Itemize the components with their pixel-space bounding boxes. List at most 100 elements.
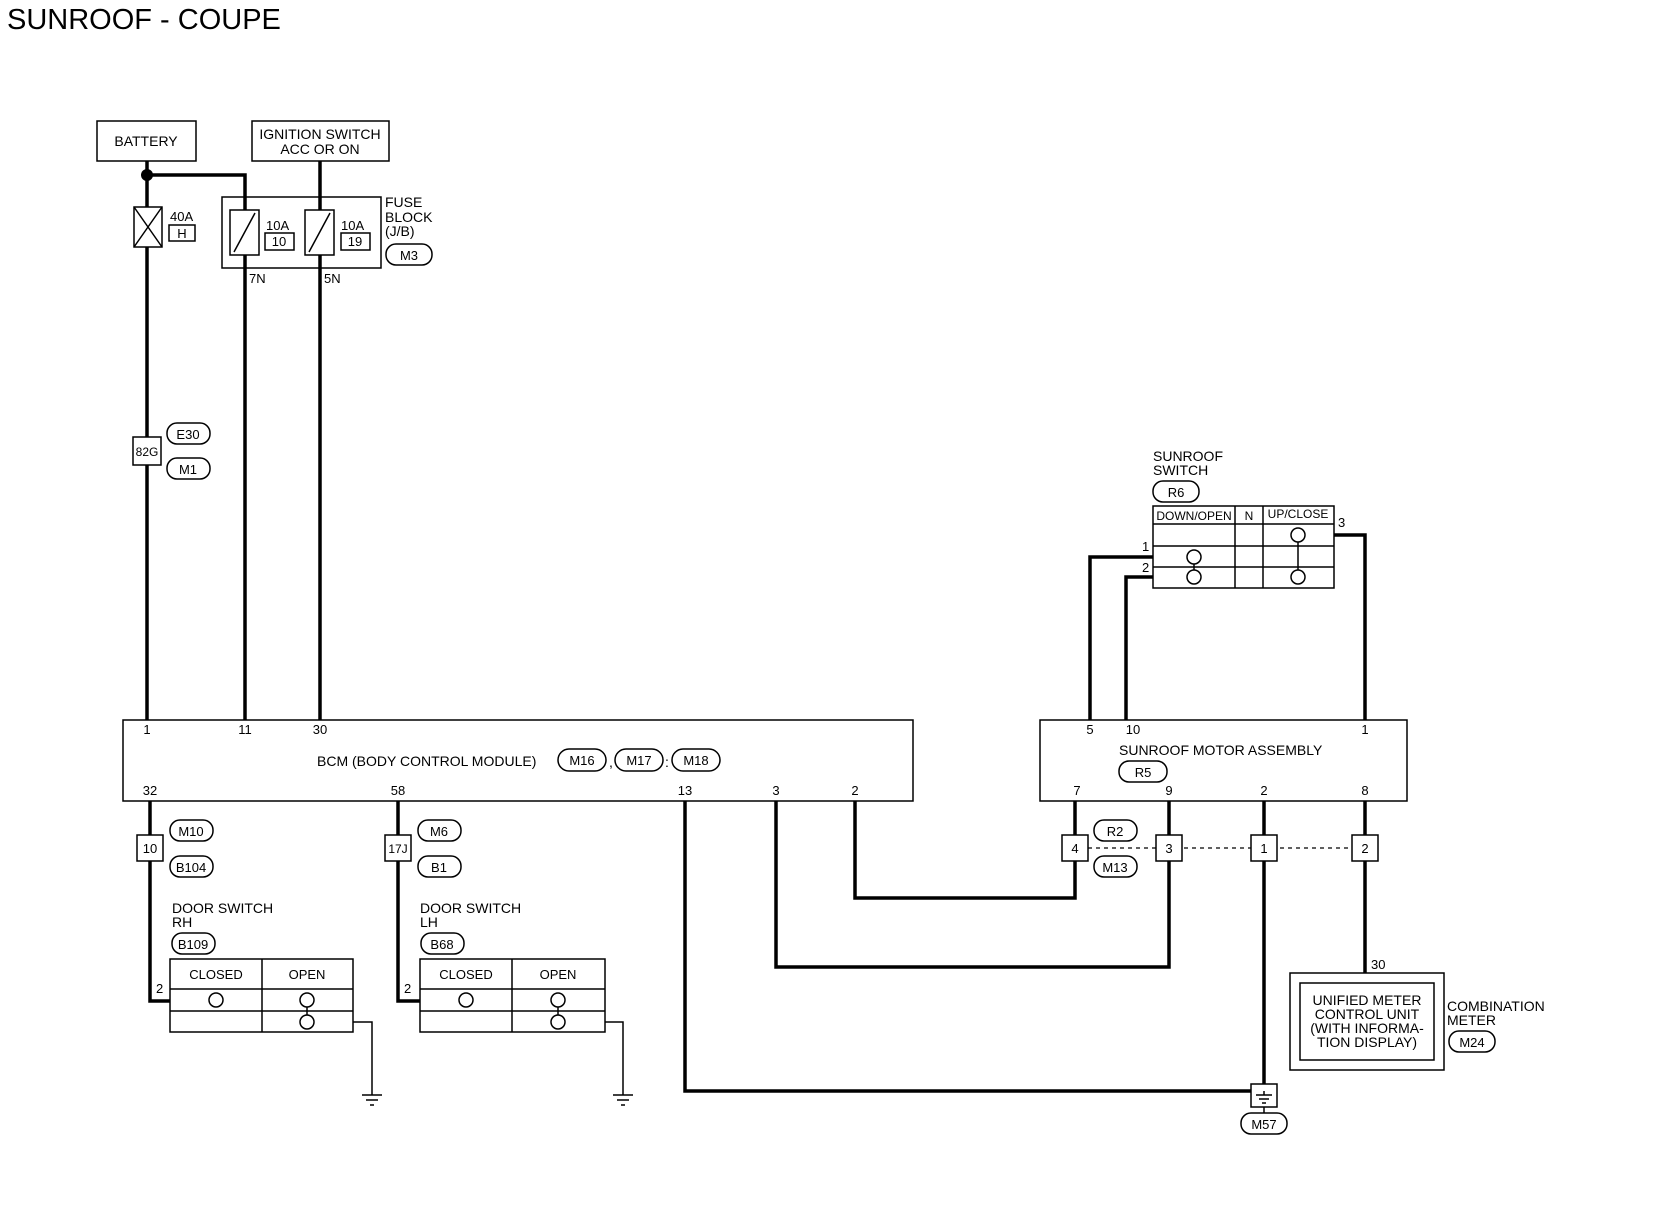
connector-tag-m6: M6 <box>430 824 448 839</box>
connector-tag-b109: B109 <box>178 937 208 952</box>
wire-bcm-door-lh <box>396 861 420 1003</box>
svg-text:3: 3 <box>1165 841 1172 856</box>
connector-tag-r5: R5 <box>1135 765 1152 780</box>
svg-text:1: 1 <box>1260 841 1267 856</box>
bcm-module: 1 11 30 BCM (BODY CONTROL MODULE) M16 , … <box>122 719 914 802</box>
svg-text:17J: 17J <box>388 842 407 856</box>
connector-tag-m3: M3 <box>400 248 418 263</box>
svg-text:BLOCK: BLOCK <box>385 209 433 225</box>
ignition-line2: ACC OR ON <box>280 141 359 157</box>
svg-text:58: 58 <box>391 783 405 798</box>
ground-m57: M57 <box>1240 1083 1288 1135</box>
sunroof-motor-assembly: 5 10 1 SUNROOF MOTOR ASSEMBLY R5 7 9 2 8 <box>1039 719 1408 802</box>
ground-symbol-rh <box>362 1094 382 1106</box>
fusible-link-40a: 40A H <box>133 206 196 248</box>
svg-text:13: 13 <box>678 783 692 798</box>
svg-text:DOOR SWITCH: DOOR SWITCH <box>172 900 273 916</box>
svg-text:1: 1 <box>1361 722 1368 737</box>
inline-connector-r2-m13: 4 3 1 2 R2 M13 <box>1061 819 1379 878</box>
door-switch-lh: CLOSED OPEN <box>419 958 606 1033</box>
svg-text:10A: 10A <box>341 218 364 233</box>
connector-tag-m13: M13 <box>1102 860 1127 875</box>
ground-symbol-lh <box>613 1094 633 1106</box>
svg-text:2: 2 <box>1361 841 1368 856</box>
svg-text:10A: 10A <box>266 218 289 233</box>
svg-text:UNIFIED METER: UNIFIED METER <box>1313 992 1422 1008</box>
svg-text:10: 10 <box>1126 722 1140 737</box>
fuse-40a-id: H <box>177 226 186 241</box>
svg-text:OPEN: OPEN <box>289 967 326 982</box>
svg-text:SUNROOF: SUNROOF <box>1153 448 1223 464</box>
svg-text:30: 30 <box>313 722 327 737</box>
svg-text:32: 32 <box>143 783 157 798</box>
svg-text:82G: 82G <box>136 445 159 459</box>
svg-text:9: 9 <box>1165 783 1172 798</box>
svg-text:CLOSED: CLOSED <box>189 967 242 982</box>
connector-tag-m16: M16 <box>569 753 594 768</box>
sunroof-switch: DOWN/OPEN N UP/CLOSE <box>1152 505 1335 589</box>
wire-switch2-motor10 <box>1124 575 1153 720</box>
svg-text:10: 10 <box>143 841 157 856</box>
svg-text:3: 3 <box>772 783 779 798</box>
svg-text:2: 2 <box>1142 560 1149 575</box>
svg-text:COMBINATION: COMBINATION <box>1447 998 1545 1014</box>
svg-text:UP/CLOSE: UP/CLOSE <box>1268 507 1329 521</box>
svg-text:CLOSED: CLOSED <box>439 967 492 982</box>
svg-text:N: N <box>1245 509 1254 523</box>
connector-tag-r2: R2 <box>1107 824 1124 839</box>
svg-text:RH: RH <box>172 914 192 930</box>
connector-tag-m10: M10 <box>178 824 203 839</box>
ignition-switch: IGNITION SWITCH ACC OR ON <box>251 120 390 162</box>
connector-tag-m1: M1 <box>179 462 197 477</box>
svg-text:METER: METER <box>1447 1012 1496 1028</box>
ignition-line1: IGNITION SWITCH <box>259 126 380 142</box>
wire-switch3-motor1 <box>1334 533 1367 720</box>
wire-switch1-motor5 <box>1088 555 1153 720</box>
connector-tag-r6: R6 <box>1168 485 1185 500</box>
wire-bcm-door-rh <box>148 861 170 1003</box>
sunroof-motor-label: SUNROOF MOTOR ASSEMBLY <box>1119 742 1323 758</box>
wire-bcm-ground <box>683 801 1256 1093</box>
svg-text:DOOR SWITCH: DOOR SWITCH <box>420 900 521 916</box>
connector-tag-m17: M17 <box>626 753 651 768</box>
svg-text:7N: 7N <box>249 271 266 286</box>
connector-tag-e30: E30 <box>176 427 199 442</box>
svg-text:(WITH INFORMA-: (WITH INFORMA- <box>1310 1020 1424 1036</box>
joint-connector-82g: 82G E30 M1 <box>132 422 211 480</box>
svg-text:7: 7 <box>1073 783 1080 798</box>
svg-text:2: 2 <box>851 783 858 798</box>
svg-text:5N: 5N <box>324 271 341 286</box>
svg-text:FUSE: FUSE <box>385 194 422 210</box>
connector-tag-b104: B104 <box>176 860 206 875</box>
wire-bcm-motor-7 <box>853 801 1077 900</box>
svg-text:DOWN/OPEN: DOWN/OPEN <box>1156 509 1231 523</box>
fuse-19-id: 19 <box>348 234 362 249</box>
svg-text:OPEN: OPEN <box>540 967 577 982</box>
combination-meter: UNIFIED METER CONTROL UNIT (WITH INFORMA… <box>1289 972 1445 1071</box>
svg-text:2: 2 <box>156 981 163 996</box>
svg-text:TION DISPLAY): TION DISPLAY) <box>1317 1034 1417 1050</box>
fuse-block: 10A 10 10A 19 FUSE BLOCK (J/B) M3 7N 5N <box>221 194 433 286</box>
wire-bcm-motor-9 <box>774 801 1171 969</box>
svg-text:CONTROL UNIT: CONTROL UNIT <box>1315 1006 1420 1022</box>
svg-text:4: 4 <box>1071 841 1078 856</box>
diagram-title: SUNROOF - COUPE <box>7 4 281 36</box>
svg-text:LH: LH <box>420 914 438 930</box>
svg-text:3: 3 <box>1338 515 1345 530</box>
fuse-40a-rating: 40A <box>170 209 193 224</box>
bcm-label: BCM (BODY CONTROL MODULE) <box>317 753 536 769</box>
battery: BATTERY <box>96 120 197 162</box>
connector-tag-b1: B1 <box>431 860 447 875</box>
svg-text:8: 8 <box>1361 783 1368 798</box>
svg-text:,: , <box>609 754 613 770</box>
connector-tag-m57: M57 <box>1251 1117 1276 1132</box>
svg-text:30: 30 <box>1371 957 1385 972</box>
inline-connector-17j: 17J M6 B1 <box>384 819 462 878</box>
svg-text::: : <box>665 754 669 770</box>
svg-text:(J/B): (J/B) <box>385 223 415 239</box>
svg-text:2: 2 <box>1260 783 1267 798</box>
connector-tag-b68: B68 <box>430 937 453 952</box>
fuse-10-id: 10 <box>272 234 286 249</box>
connector-tag-m24: M24 <box>1459 1035 1484 1050</box>
